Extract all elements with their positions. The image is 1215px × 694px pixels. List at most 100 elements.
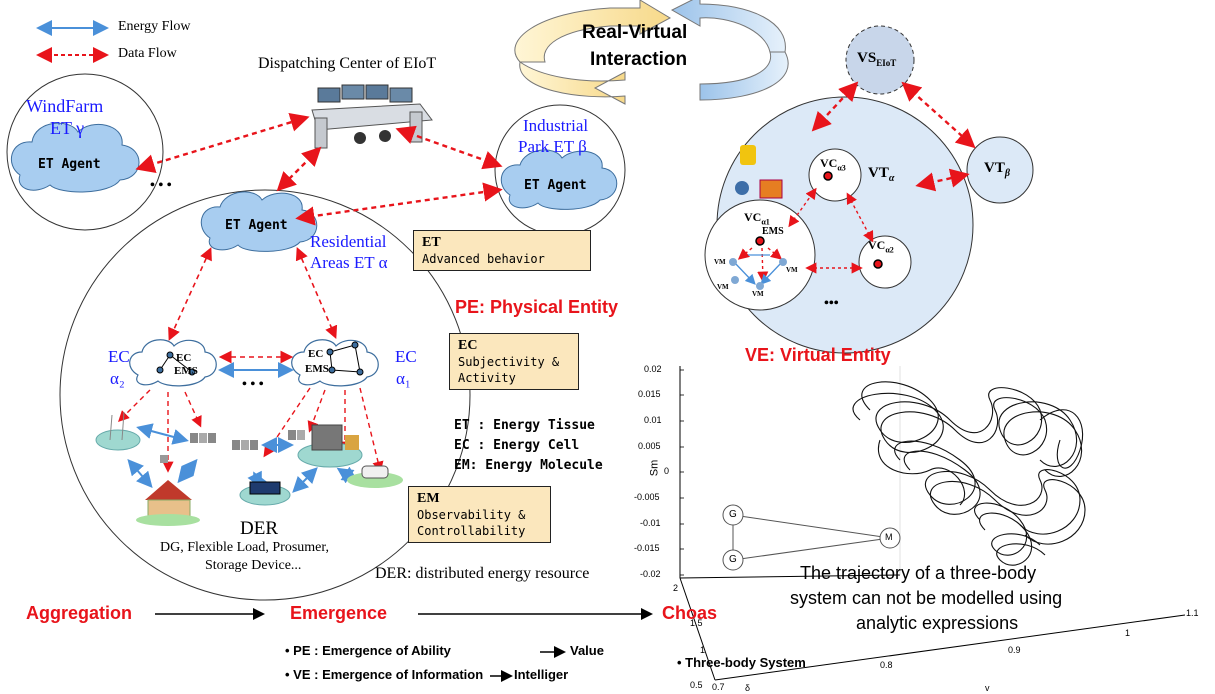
dispatch-center-icon [311, 84, 433, 149]
z-tick-3: 0.01 [644, 415, 662, 425]
graph-node-g1: G [729, 509, 737, 520]
der-title: DER [240, 518, 278, 539]
ec-box-text-2: Activity [458, 371, 516, 385]
ve-title: VE: Virtual Entity [745, 345, 891, 365]
real-virtual-label-2: Interaction [590, 49, 688, 70]
graph-node-g2: G [729, 554, 737, 565]
et-agent-label-windfarm: ET Agent [38, 157, 101, 172]
z-tick-2: 0.015 [638, 389, 661, 399]
bullet-three-body: • Three-body System [677, 655, 806, 670]
bullet-pe: • PE : Emergence of Ability [285, 643, 451, 658]
et-agent-label-industrial: ET Agent [524, 178, 587, 193]
em-box-text-1: Observability & [417, 508, 526, 522]
z-axis-ticks [680, 369, 684, 576]
v-tick-1: 0.7 [712, 682, 725, 692]
vc-a1-label: VCα1 [744, 210, 770, 226]
bullet-pe-result: Value [570, 643, 604, 658]
vc-a2-label: VCα2 [868, 238, 894, 254]
em-box-title: EM [417, 491, 440, 506]
vt-alpha-dots: ••• [824, 296, 839, 311]
ec-alpha1-label-1: EC [395, 347, 417, 366]
v-tick-4: 1 [1125, 628, 1131, 638]
virtual-entity [704, 25, 1034, 354]
vc-a2-sub: α2 [885, 245, 894, 255]
windfarm-ellipsis: • • • [150, 178, 172, 193]
data-flow-legend: Data Flow [118, 46, 177, 61]
vc-a1-text: VC [744, 210, 762, 224]
physical-data-flows [118, 112, 503, 473]
ec-box-text-1: Subjectivity & [458, 355, 560, 369]
z-axis-label: Sm [648, 459, 661, 477]
vc-a2-text: VC [868, 238, 886, 252]
delta-tick-2: 1.5 [690, 618, 703, 628]
windfarm-label-1: WindFarm [26, 96, 104, 116]
definition-em: EM: Energy Molecule [454, 458, 603, 473]
ec-cloud-alpha2 [129, 339, 217, 387]
ec-box: EC Subjectivity & Activity [449, 333, 579, 390]
vc-a2-node [858, 235, 912, 289]
graph-node-m: M [885, 532, 893, 542]
definition-et: ET : Energy Tissue [454, 418, 595, 433]
z-tick-6: -0.005 [634, 492, 660, 502]
windfarm-label-2: ET γ [50, 118, 85, 138]
legend [36, 20, 109, 63]
industrial-label-2: Park ET β [518, 137, 587, 156]
et-agent-cloud-industrial [500, 149, 618, 210]
vm-label-1: VM [714, 258, 726, 266]
der-icons-left [95, 411, 216, 526]
vc-a3-node [808, 148, 862, 202]
vs-eiot-label: VSEIoT [857, 50, 896, 68]
energy-flow-legend: Energy Flow [118, 19, 191, 34]
ems-node-label-alpha2: EMS [174, 365, 198, 377]
three-body-trajectory [852, 381, 1086, 566]
vt-alpha-label: VTα [868, 165, 894, 184]
et-box-title: ET [422, 235, 441, 250]
bullet-pe-label: PE : Emergence of Ability [293, 643, 451, 658]
residential-label-1: Residential [310, 232, 387, 251]
definition-ec: EC : Energy Cell [454, 438, 580, 453]
ec-alpha2-label-2: α₂ [110, 369, 125, 388]
v-tick-2: 0.8 [880, 660, 893, 670]
z-tick-5: 0 [664, 466, 670, 476]
delta-axis-label: δ [745, 683, 751, 693]
bullet-ve-label: VE : Emergence of Information [293, 667, 484, 682]
vm-label-2: VM [786, 266, 798, 274]
flow-arrows [155, 608, 653, 682]
real-virtual-label-1: Real-Virtual [582, 22, 688, 43]
real-virtual-cycle-icon [514, 0, 789, 105]
ec-box-title: EC [458, 338, 478, 353]
delta-tick-1: 2 [673, 583, 679, 593]
z-tick-8: -0.015 [634, 543, 660, 553]
vt-beta-text: VT [984, 160, 1005, 176]
der-line-1: DG, Flexible Load, Prosumer, [160, 540, 329, 555]
vc-a1-ems: EMS [762, 226, 784, 237]
et-box-text: Advanced behavior [422, 252, 545, 266]
vc-a1-sub: α1 [761, 217, 770, 227]
v-tick-5: 1.1 [1186, 608, 1199, 618]
vt-beta-sub: β [1004, 168, 1010, 179]
der-line-2: Storage Device... [205, 558, 302, 573]
der-icons-right [232, 424, 403, 506]
vc-a3-sub: α3 [837, 163, 846, 173]
ec-alpha1-label-2: α₁ [396, 369, 411, 388]
plot-caption-1: The trajectory of a three-body [800, 563, 1037, 583]
vs-sub: EIoT [876, 58, 897, 68]
z-tick-1: 0.02 [644, 364, 662, 374]
delta-tick-3: 1 [700, 645, 706, 655]
vm-label-3: VM [717, 283, 729, 291]
vt-alpha-sub: α [888, 173, 895, 184]
bullet-ve-result: Intelliger [514, 667, 569, 682]
z-tick-4: 0.005 [638, 441, 661, 451]
industrial-label-1: Industrial [523, 116, 589, 135]
ec-graph-alpha1 [326, 341, 364, 376]
v-tick-3: 0.9 [1008, 645, 1021, 655]
bullet-three-body-label: Three-body System [685, 655, 806, 670]
ec-node-label-alpha1: EC [308, 348, 324, 360]
three-body-graph-inset [722, 504, 901, 571]
plot-caption-3: analytic expressions [856, 613, 1019, 633]
pe-title: PE: Physical Entity [455, 297, 619, 317]
flow-emergence: Emergence [290, 603, 388, 623]
residential-et-circle [59, 189, 471, 601]
vm-label-4: VM [752, 290, 764, 298]
